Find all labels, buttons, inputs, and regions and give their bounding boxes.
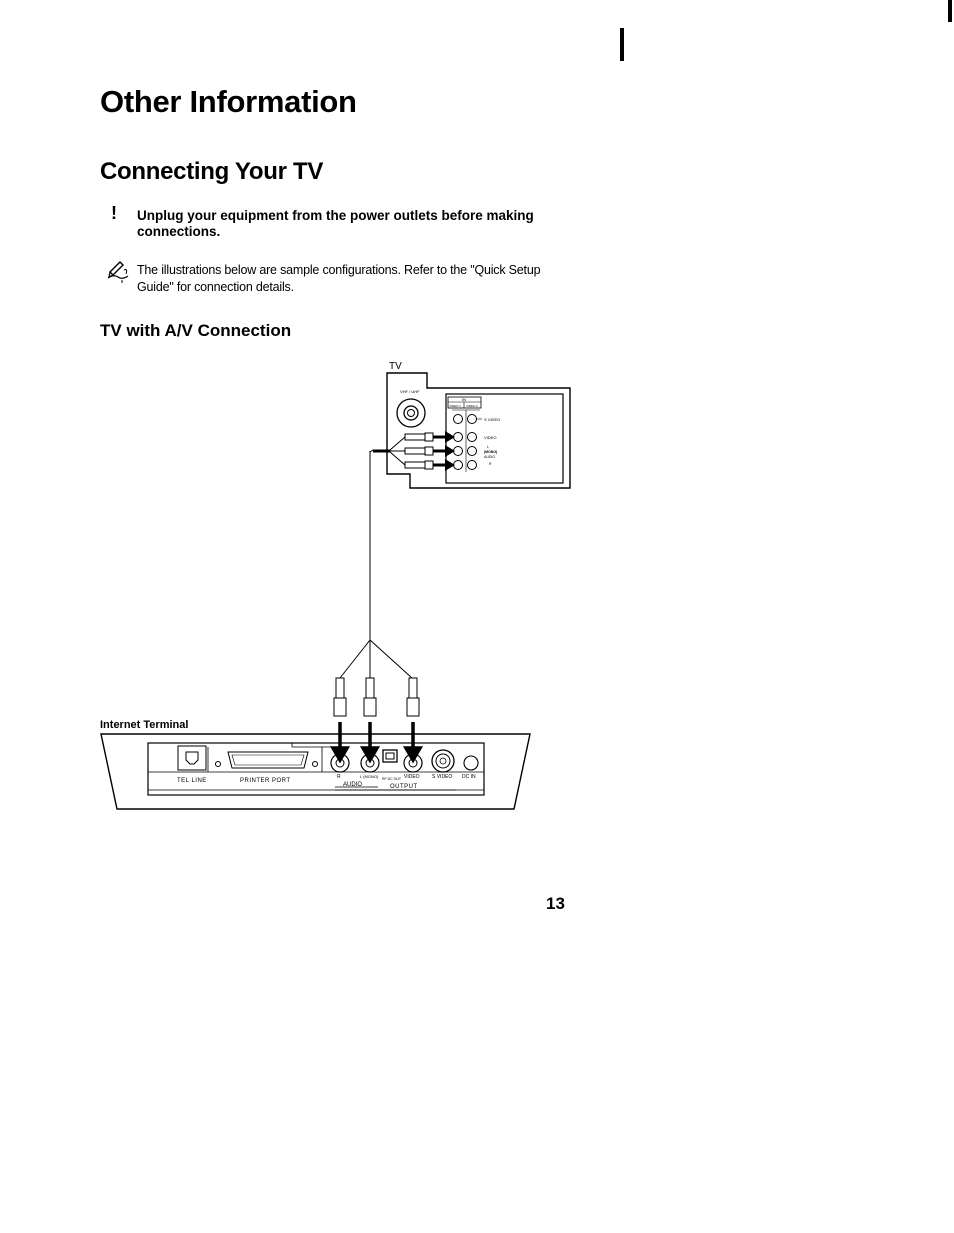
note-text: The illustrations below are sample confi… (137, 263, 541, 294)
tel-line-jack (177, 745, 207, 771)
tv-r-label: R (489, 462, 492, 466)
printer-port (227, 751, 309, 769)
port-audio-label: AUDIO (343, 782, 362, 788)
tv-in-label: IN (462, 397, 466, 402)
pencil-note-icon (107, 261, 129, 283)
tv-video2-label: VIDEO 2 (466, 404, 478, 408)
terminal-plugs (333, 677, 420, 717)
tv-video1-label: VIDEO 1 (449, 404, 461, 408)
tv-label: TV (389, 361, 402, 372)
edge-mark (948, 0, 952, 22)
section-title: Connecting Your TV (100, 158, 324, 185)
warning-icon: ! (111, 203, 117, 223)
port-output-label: OUTPUT (390, 784, 418, 790)
terminal-arrows (329, 722, 424, 764)
tv-arrows (445, 431, 455, 471)
port-rf-label: RF DC OUT (382, 777, 402, 781)
tv-plugs (404, 432, 452, 470)
av-cable (339, 436, 413, 679)
tv-mono-label: (MONO) (484, 450, 497, 454)
page-number: 13 (546, 894, 565, 913)
tv-video-label: VIDEO (484, 435, 496, 440)
tv-vhf-jack (396, 398, 426, 428)
tv-audio-label: AUDIO (484, 455, 495, 459)
tv-vhf-label: VHF / UHF (400, 389, 420, 394)
page-title: Other Information (100, 84, 357, 119)
tv-svideo-label: S VIDEO (484, 417, 500, 422)
port-dc-in-label: DC IN (462, 774, 476, 780)
port-l-mono-label: L (MONO) (360, 774, 379, 779)
printer-port-label: PRINTER PORT (240, 778, 291, 784)
tv-jacks (453, 414, 477, 470)
subsection-title: TV with A/V Connection (100, 321, 292, 340)
tel-line-label: TEL LINE (177, 778, 207, 784)
terminal-label: Internet Terminal (100, 719, 188, 731)
screw-icon (215, 761, 221, 767)
output-jacks (330, 749, 479, 773)
margin-mark (620, 28, 624, 61)
screw-icon (312, 761, 318, 767)
warning-text: Unplug your equipment from the power out… (137, 208, 534, 239)
port-r-label: R (337, 774, 341, 780)
tv-l-label: L (487, 445, 489, 449)
terminal-body (100, 733, 531, 810)
port-video-label: VIDEO (404, 774, 420, 780)
port-svideo-label: S VIDEO (432, 774, 452, 780)
